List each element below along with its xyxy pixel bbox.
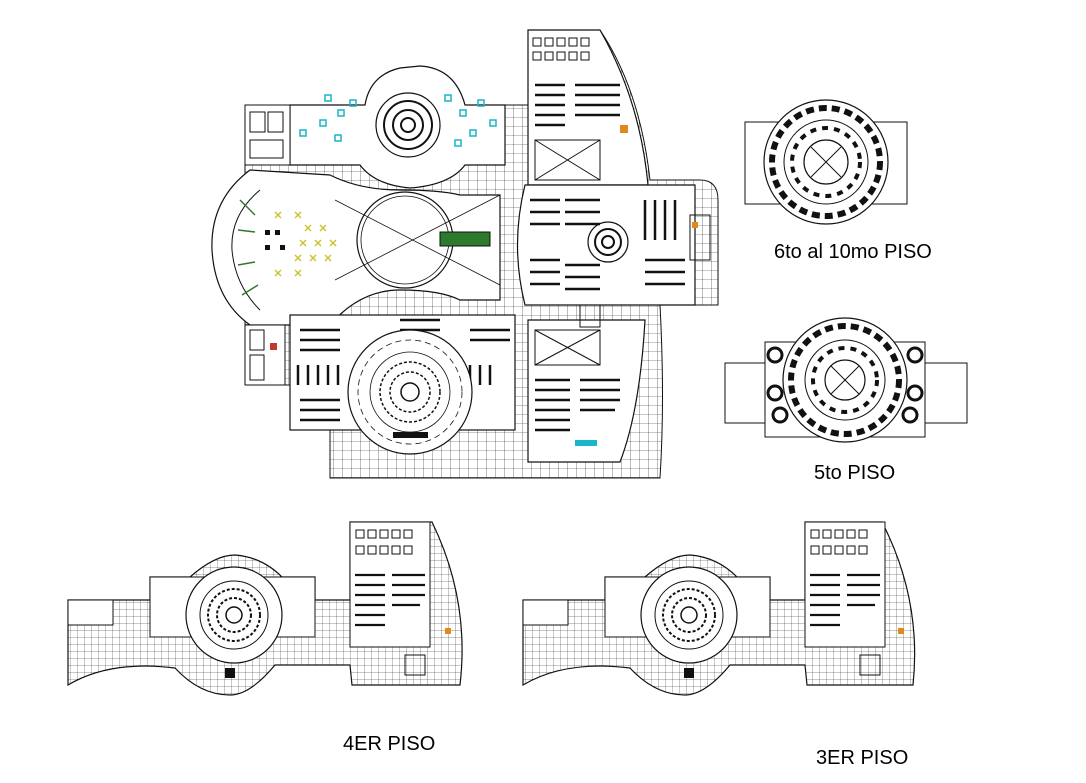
middle-right-hall [516, 184, 696, 306]
green-bench [439, 231, 491, 247]
main-floor-plan [211, 29, 719, 479]
cyan-furniture [299, 94, 497, 147]
yellow-furniture [274, 211, 337, 277]
floor-4-plan [67, 521, 463, 696]
floor-6-10-plan [744, 99, 908, 225]
lower-rotunda [347, 329, 473, 455]
right-wing-top [527, 29, 649, 186]
floor-5-plan [724, 317, 968, 443]
floor-3-plan [522, 521, 916, 696]
label-floor-6-10: 6to al 10mo PISO [774, 241, 932, 263]
oval-atrium [211, 169, 501, 326]
label-floor-4: 4ER PISO [343, 733, 436, 755]
upper-rotunda [375, 92, 441, 158]
label-floor-3: 3ER PISO [816, 747, 909, 769]
label-floor-5: 5to PISO [814, 462, 896, 484]
